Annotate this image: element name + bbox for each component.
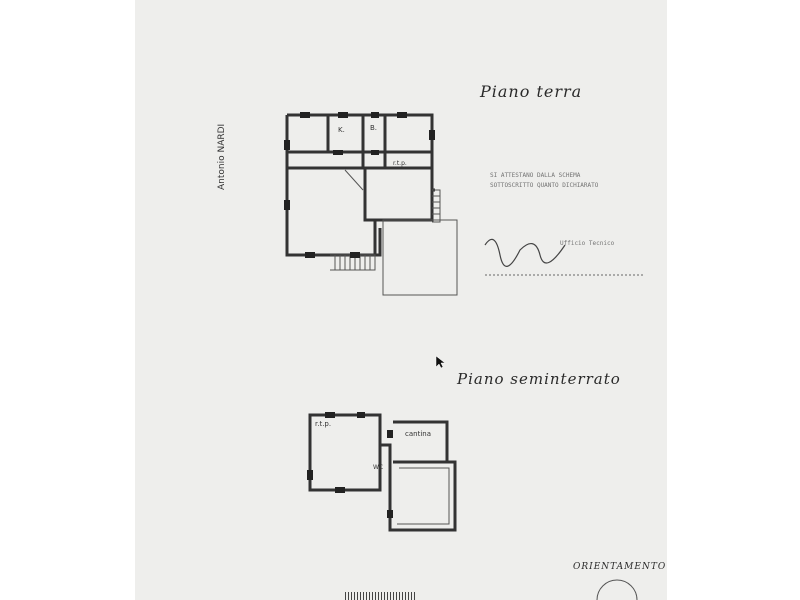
- ground-floor-right-wall: [363, 168, 434, 222]
- window-marker: [397, 112, 407, 118]
- stair-diagonal: [344, 169, 364, 191]
- mouse-cursor-icon: [435, 355, 446, 369]
- veranda-outline: [382, 219, 458, 296]
- basement-outline-left: [308, 413, 382, 492]
- room-label-wc: WC: [373, 464, 384, 471]
- window-marker: [357, 412, 365, 418]
- room-label-bathroom: B.: [370, 124, 378, 132]
- floor-plan-drawing: [284, 112, 638, 600]
- window-marker: [338, 112, 348, 118]
- window-marker: [305, 252, 315, 258]
- window-marker: [387, 430, 393, 438]
- signature-mark: [484, 238, 645, 276]
- door-marker: [333, 150, 343, 155]
- basement-cellar-inner: [397, 467, 450, 525]
- room-label-ground-small: r.t.p.: [393, 160, 407, 167]
- window-marker: [284, 140, 290, 150]
- stamp-signature-note: Ufficio Tecnico: [560, 240, 615, 247]
- room-label-basement: r.t.p.: [315, 420, 332, 428]
- basement-outline-right: [388, 460, 457, 532]
- room-label-kitchen: K.: [338, 126, 345, 134]
- stamp-line-1: SI ATTESTANO DALLA SCHEMA: [490, 172, 581, 179]
- orientation-arc: [596, 579, 638, 600]
- door-marker: [371, 150, 379, 155]
- floor-plan-sheet: Piano terra Piano seminterrato ORIENTAME…: [135, 0, 667, 600]
- window-marker: [325, 412, 335, 418]
- window-marker: [350, 252, 360, 258]
- window-marker: [284, 200, 290, 210]
- window-marker: [335, 487, 345, 493]
- basement-cellar-wall: [393, 420, 449, 462]
- orientation-label: ORIENTAMENTO: [573, 562, 667, 572]
- room-label-cellar: cantina: [405, 430, 431, 438]
- window-marker: [371, 112, 379, 118]
- window-marker: [307, 470, 313, 480]
- stairs-ground-bottom: [330, 254, 376, 271]
- window-marker: [387, 510, 393, 518]
- basement-inner-wall: [380, 443, 392, 530]
- barcode: [345, 592, 415, 600]
- stamp-line-2: SOTTOSCRITTO QUANTO DICHIARATO: [490, 182, 599, 189]
- window-marker: [300, 112, 310, 118]
- author-label: Antonio NARDI: [217, 123, 227, 190]
- ground-floor-title: Piano terra: [480, 82, 583, 101]
- stairs-ground-right: [432, 189, 441, 223]
- window-marker: [429, 130, 435, 140]
- ground-floor-outline: [285, 113, 435, 257]
- basement-title: Piano seminterrato: [457, 370, 621, 388]
